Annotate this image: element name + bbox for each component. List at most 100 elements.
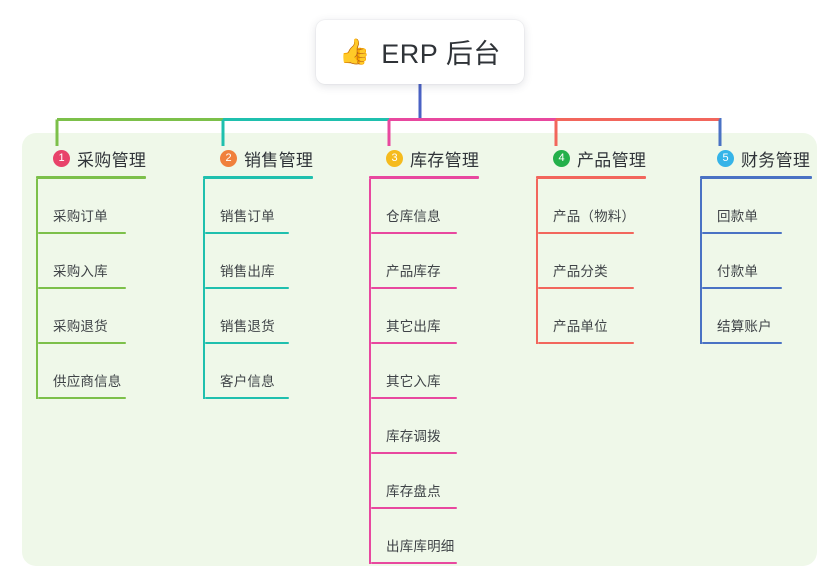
- leaf-node[interactable]: 产品分类: [536, 234, 646, 289]
- leaf-label: 产品库存: [386, 264, 441, 279]
- leaf-label: 采购订单: [53, 209, 108, 224]
- root-title: ERP 后台: [381, 38, 501, 69]
- leaf-label: 产品（物料）: [553, 209, 636, 224]
- leaf-underline: [371, 562, 457, 564]
- branch-title: 销售管理: [244, 150, 314, 170]
- branch-column-4: 4 产品管理产品（物料） 产品分类产品单位: [536, 146, 646, 344]
- leaf-underline: [371, 507, 457, 509]
- leaf-underline: [538, 287, 634, 289]
- leaf-node[interactable]: 采购入库: [36, 234, 146, 289]
- branch-underline: [36, 176, 146, 179]
- leaf-underline: [702, 232, 782, 234]
- branch-spine: [700, 179, 702, 344]
- branch-title: 财务管理: [741, 150, 811, 170]
- leaf-underline: [38, 232, 126, 234]
- leaf-underline: [371, 452, 457, 454]
- branch-spine: [203, 179, 205, 399]
- leaf-node[interactable]: 付款单: [700, 234, 812, 289]
- branch-header-4[interactable]: 4 产品管理: [536, 146, 646, 170]
- branch-number-badge: 5: [717, 149, 734, 167]
- leaf-underline: [538, 342, 634, 344]
- leaf-label: 客户信息: [220, 374, 275, 389]
- leaf-label: 产品分类: [553, 264, 608, 279]
- leaf-label: 其它入库: [386, 374, 441, 389]
- leaf-label: 库存盘点: [386, 484, 441, 499]
- leaf-node[interactable]: 其它出库: [369, 289, 479, 344]
- leaf-label: 销售出库: [220, 264, 275, 279]
- branch-header-2[interactable]: 2 销售管理: [203, 146, 313, 170]
- leaf-node[interactable]: 仓库信息: [369, 179, 479, 234]
- branch-children: 仓库信息产品库存其它出库其它入库库存调拨库存盘点出库库明细: [369, 179, 479, 564]
- leaf-underline: [205, 287, 289, 289]
- branch-title: 库存管理: [410, 150, 480, 170]
- leaf-label: 产品单位: [553, 319, 608, 334]
- leaf-label: 回款单: [717, 209, 759, 224]
- branch-title: 采购管理: [77, 150, 147, 170]
- leaf-underline: [702, 342, 782, 344]
- branch-underline: [700, 176, 812, 179]
- branch-number-badge: 4: [553, 149, 570, 167]
- leaf-label: 结算账户: [717, 319, 772, 334]
- leaf-node[interactable]: 产品库存: [369, 234, 479, 289]
- leaf-underline: [205, 397, 289, 399]
- branch-spine: [536, 179, 538, 344]
- thumbs-up-icon: 👍: [339, 36, 371, 66]
- leaf-node[interactable]: 销售退货: [203, 289, 313, 344]
- branch-underline: [536, 176, 646, 179]
- branch-underline: [369, 176, 479, 179]
- branch-column-2: 2 销售管理销售订单销售出库销售退货客户信息: [203, 146, 313, 399]
- branch-children: 产品（物料） 产品分类产品单位: [536, 179, 646, 344]
- leaf-underline: [38, 342, 126, 344]
- branch-title: 产品管理: [577, 150, 647, 170]
- leaf-label: 采购入库: [53, 264, 108, 279]
- branch-header-5[interactable]: 5 财务管理: [700, 146, 812, 170]
- branch-children: 销售订单销售出库销售退货客户信息: [203, 179, 313, 399]
- leaf-label: 销售退货: [220, 319, 275, 334]
- leaf-label: 出库库明细: [386, 539, 455, 554]
- leaf-node[interactable]: 采购退货: [36, 289, 146, 344]
- leaf-label: 仓库信息: [386, 209, 441, 224]
- leaf-node[interactable]: 库存盘点: [369, 454, 479, 509]
- branches-panel: [22, 133, 817, 566]
- leaf-label: 其它出库: [386, 319, 441, 334]
- leaf-node[interactable]: 客户信息: [203, 344, 313, 399]
- leaf-label: 付款单: [717, 264, 759, 279]
- branch-number-badge: 2: [220, 149, 237, 167]
- leaf-node[interactable]: 产品单位: [536, 289, 646, 344]
- leaf-label: 销售订单: [220, 209, 275, 224]
- root-node-content: 👍 ERP 后台: [339, 32, 501, 71]
- leaf-node[interactable]: 其它入库: [369, 344, 479, 399]
- leaf-underline: [371, 397, 457, 399]
- branch-underline: [203, 176, 313, 179]
- leaf-node[interactable]: 产品（物料）: [536, 179, 646, 234]
- leaf-underline: [205, 342, 289, 344]
- leaf-label: 库存调拨: [386, 429, 441, 444]
- leaf-underline: [371, 232, 457, 234]
- leaf-underline: [38, 287, 126, 289]
- leaf-underline: [702, 287, 782, 289]
- leaf-underline: [371, 287, 457, 289]
- leaf-underline: [371, 342, 457, 344]
- leaf-node[interactable]: 供应商信息: [36, 344, 146, 399]
- leaf-node[interactable]: 库存调拨: [369, 399, 479, 454]
- leaf-underline: [205, 232, 289, 234]
- branch-children: 回款单付款单结算账户: [700, 179, 812, 344]
- leaf-node[interactable]: 采购订单: [36, 179, 146, 234]
- leaf-node[interactable]: 结算账户: [700, 289, 812, 344]
- leaf-underline: [538, 232, 634, 234]
- leaf-underline: [38, 397, 126, 399]
- leaf-node[interactable]: 销售出库: [203, 234, 313, 289]
- root-node[interactable]: 👍 ERP 后台: [316, 20, 524, 84]
- branch-children: 采购订单采购入库采购退货供应商信息: [36, 179, 146, 399]
- branch-column-5: 5 财务管理回款单付款单结算账户: [700, 146, 812, 344]
- leaf-node[interactable]: 销售订单: [203, 179, 313, 234]
- branch-spine: [369, 179, 371, 564]
- leaf-node[interactable]: 出库库明细: [369, 509, 479, 564]
- leaf-node[interactable]: 回款单: [700, 179, 812, 234]
- leaf-label: 采购退货: [53, 319, 108, 334]
- leaf-label: 供应商信息: [53, 374, 122, 389]
